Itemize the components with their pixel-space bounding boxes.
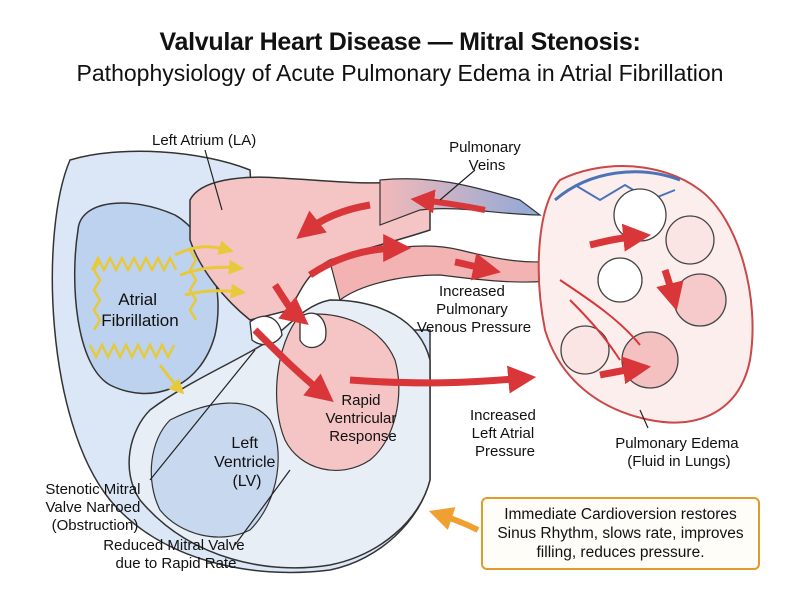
diagram-subtitle: Pathophysiology of Acute Pulmonary Edema… <box>76 60 724 86</box>
label-atrial-fibrillation: Atrial Fibrillation <box>101 290 178 330</box>
left-ventricle-chamber <box>128 299 431 569</box>
lung-alveoli <box>537 165 754 424</box>
cardioversion-arrow <box>428 507 480 533</box>
note-line-3: filling, reduces pressure. <box>536 544 705 561</box>
label-reduced-mitral-valve: Reduced Mitral Valve due to Rapid Rate <box>103 537 249 572</box>
cardioversion-note: Immediate Cardioversion restores Sinus R… <box>481 497 760 570</box>
pointer-lines <box>149 149 649 546</box>
label-increased-pulmonary-venous-pressure: Increased Pulmonary Venous Pressure <box>417 283 531 336</box>
note-line-1: Immediate Cardioversion restores <box>504 506 737 523</box>
fibrillation-squiggles <box>88 249 198 360</box>
label-stenotic-mitral-valve: Stenotic Mitral Valve Narroed (Obstructi… <box>45 481 144 534</box>
blood-flow-arrows <box>252 201 684 402</box>
note-line-2: Sinus Rhythm, slows rate, improves <box>497 525 744 542</box>
label-pulmonary-edema: Pulmonary Edema (Fluid in Lungs) <box>615 435 743 470</box>
mitral-valve <box>249 312 327 349</box>
label-pulmonary-veins: Pulmonary Veins <box>449 139 525 174</box>
label-rapid-ventricular-response: Rapid Ventricular Response <box>325 392 400 445</box>
label-left-atrium: Left Atrium (LA) <box>152 132 256 149</box>
vein-flow-arrow <box>410 189 486 214</box>
label-left-ventricle: Left Ventricle (LV) <box>214 435 280 490</box>
label-increased-left-atrial-pressure: Increased Left Atrial Pressure <box>470 407 540 460</box>
diagram-title: Valvular Heart Disease — Mitral Stenosis… <box>159 28 641 56</box>
fibrillation-arrows <box>158 240 246 395</box>
